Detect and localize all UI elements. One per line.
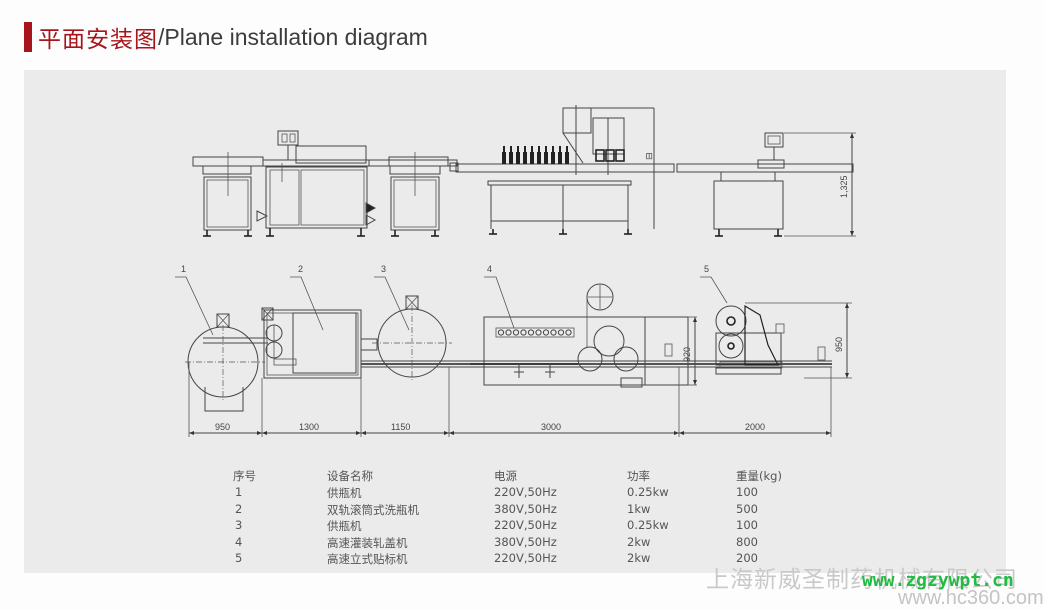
bottle bbox=[558, 146, 562, 164]
filling-head bbox=[542, 329, 550, 336]
height-dimension-label: 1,325 bbox=[839, 175, 849, 198]
bottle bbox=[537, 146, 541, 164]
filling-heads bbox=[497, 329, 572, 336]
front-washer-2 bbox=[256, 130, 377, 237]
filling-head bbox=[505, 329, 512, 336]
plan-labeler-5: 950 bbox=[700, 276, 852, 379]
filling-head bbox=[512, 329, 520, 336]
bottle bbox=[530, 146, 534, 164]
filler-height-mark: ⊟ bbox=[644, 152, 654, 160]
watermark-hc360: www.hc360.com bbox=[898, 587, 1044, 609]
dim-3000: 3000 bbox=[541, 422, 561, 432]
plan-view: 920 950 1 2 3 4 5 bbox=[175, 264, 852, 437]
dim-1150: 1150 bbox=[391, 422, 410, 432]
labeler-depth-label: 950 bbox=[834, 337, 844, 352]
filling-head bbox=[527, 329, 535, 336]
plan-washer-2 bbox=[261, 276, 362, 379]
item-label-1: 1 bbox=[181, 264, 186, 274]
plan-filler-capper-4: 920 bbox=[470, 276, 697, 388]
front-bottle-feeder-3 bbox=[368, 152, 458, 237]
front-labeler-5 bbox=[676, 132, 854, 237]
col-header-weight: 重量(kg) bbox=[736, 469, 782, 483]
plan-bottle-feeder-3 bbox=[360, 276, 452, 380]
filling-head bbox=[497, 329, 505, 336]
plan-bottle-feeder-1 bbox=[175, 276, 268, 412]
bottle bbox=[502, 146, 506, 164]
front-filler-capper-4: ⊟ bbox=[449, 105, 675, 235]
title-english: /Plane installation diagram bbox=[158, 23, 428, 50]
item-label-4: 4 bbox=[487, 264, 492, 274]
title-chinese: 平面安装图 bbox=[38, 27, 158, 53]
diagram-panel bbox=[24, 70, 1006, 573]
filling-head bbox=[557, 329, 565, 336]
filler-depth-label: 920 bbox=[682, 347, 692, 362]
col-header-no: 序号 bbox=[233, 469, 256, 483]
bottle-row bbox=[502, 146, 569, 164]
filling-head bbox=[535, 329, 542, 336]
width-dimension-chain: 950 1300 1150 3000 2000 bbox=[188, 362, 832, 437]
front-bottle-feeder-1 bbox=[192, 152, 264, 237]
watermark-zgzywpt: www.zgzywpt.cn bbox=[862, 570, 1014, 591]
col-header-power: 功率 bbox=[627, 469, 650, 483]
front-view: ⊟ 1,325 bbox=[192, 105, 856, 237]
bottle bbox=[523, 146, 527, 164]
item-label-2: 2 bbox=[298, 264, 303, 274]
title-accent-bar bbox=[24, 22, 32, 52]
item-label-3: 3 bbox=[381, 264, 386, 274]
bottle bbox=[544, 146, 548, 164]
dim-950: 950 bbox=[215, 422, 230, 432]
dim-2000: 2000 bbox=[745, 422, 765, 432]
height-dimension: 1,325 bbox=[784, 132, 856, 237]
dim-1300: 1300 bbox=[299, 422, 319, 432]
bottle bbox=[551, 146, 555, 164]
item-label-5: 5 bbox=[704, 264, 709, 274]
bottle bbox=[516, 146, 520, 164]
installation-diagram: ⊟ 1,325 bbox=[175, 105, 856, 437]
bottle bbox=[509, 146, 513, 164]
filling-head bbox=[565, 329, 572, 336]
page-title: 平面安装图 /Plane installation diagram bbox=[24, 20, 428, 54]
watermark-company: 上海新威圣制药机械有限公司 bbox=[706, 567, 1018, 593]
filling-head bbox=[550, 329, 557, 336]
col-header-power-supply: 电源 bbox=[494, 469, 517, 483]
col-header-name: 设备名称 bbox=[327, 469, 373, 483]
bottle bbox=[565, 146, 569, 164]
filling-head bbox=[520, 329, 527, 336]
